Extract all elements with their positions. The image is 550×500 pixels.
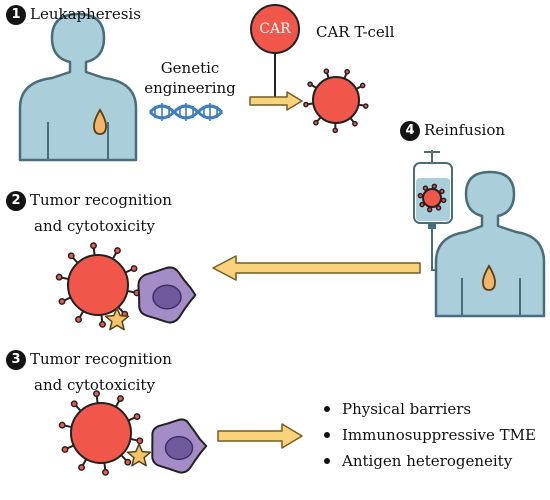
car-tcell-icon — [304, 69, 368, 132]
step-3-heading: 3Tumor recognition — [6, 349, 172, 370]
bullet-icon — [324, 432, 330, 438]
step-4-heading: 4Reinfusion — [400, 120, 505, 141]
bullet-icon — [324, 458, 330, 464]
genetic-engineering-label: Genetic engineering — [138, 58, 242, 98]
barrier-text: Antigen heterogeneity — [342, 452, 512, 470]
car-badge-text: CAR — [256, 19, 294, 39]
genetic-engineering-line1: Genetic — [138, 58, 242, 78]
step-2-heading: 2Tumor recognition — [6, 190, 172, 211]
step-2-badge: 2 — [6, 191, 26, 211]
macrophage-icon — [138, 267, 195, 322]
barrier-item: Antigen heterogeneity — [318, 448, 536, 474]
tumor-cell-icon — [56, 243, 139, 327]
barrier-text: Immunosuppressive TME — [342, 426, 536, 444]
step-2-label-line2: and cytotoxicity — [34, 216, 155, 236]
step-1-label: Leukapheresis — [30, 5, 141, 23]
car-tcell-label: CAR T-cell — [316, 22, 394, 42]
step-3-label-line1: Tumor recognition — [30, 350, 172, 368]
step-1-badge: 1 — [6, 5, 26, 25]
bullet-icon — [324, 406, 330, 412]
patient-silhouette-1 — [20, 14, 136, 160]
step-4-badge: 4 — [400, 121, 420, 141]
step-4-label: Reinfusion — [424, 121, 505, 139]
barrier-item: Physical barriers — [318, 396, 536, 422]
tumor-cell-icon — [59, 391, 142, 475]
genetic-engineering-line2: engineering — [138, 78, 242, 98]
barrier-item: Immunosuppressive TME — [318, 422, 536, 448]
barriers-list: Physical barriers Immunosuppressive TME … — [318, 396, 536, 474]
step-3-label-line2: and cytotoxicity — [34, 375, 155, 395]
arrow-to-barriers — [218, 424, 302, 448]
dna-helix-icon — [150, 103, 222, 121]
step-3-badge: 3 — [6, 350, 26, 370]
macrophage-icon — [152, 419, 206, 472]
step-1-heading: 1Leukapheresis — [6, 4, 141, 25]
barrier-text: Physical barriers — [342, 400, 471, 418]
arrow-reinfusion-to-tumor — [213, 256, 420, 280]
step-2-label-line1: Tumor recognition — [30, 191, 172, 209]
